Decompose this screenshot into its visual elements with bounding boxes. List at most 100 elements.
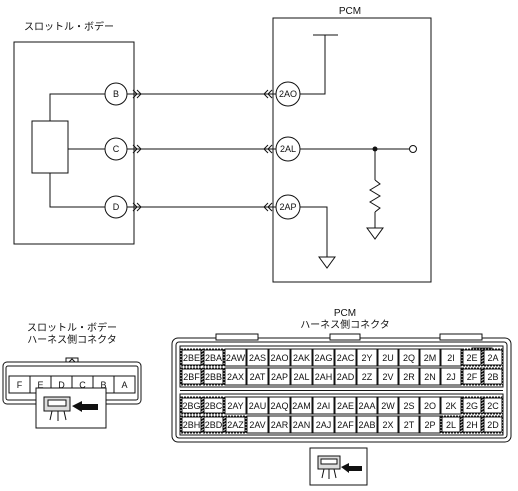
- svg-text:2AL: 2AL: [280, 144, 296, 154]
- pcm-connector-cell: 2AE: [334, 396, 357, 415]
- svg-text:2AS: 2AS: [249, 353, 266, 363]
- svg-text:2AU: 2AU: [249, 401, 267, 411]
- pcm-connector-cell: 2AN: [290, 415, 313, 434]
- svg-text:2F: 2F: [467, 372, 478, 382]
- svg-text:2U: 2U: [382, 353, 394, 363]
- pcm-connector-cell: 2P: [419, 415, 441, 434]
- svg-text:D: D: [58, 380, 65, 390]
- pcm-connector-cell: 2O: [419, 396, 441, 415]
- pcm-connector-cell: 2AR: [268, 415, 291, 434]
- left-connector-view-icon: [35, 387, 107, 429]
- svg-text:2AM: 2AM: [292, 401, 311, 411]
- pcm-connector-cell: 2AK: [290, 348, 313, 367]
- throttle-pin-b: B: [104, 82, 128, 106]
- svg-text:2BC: 2BC: [205, 401, 223, 411]
- svg-text:2AO: 2AO: [279, 89, 297, 99]
- pcm-connector-cell: 2AJ: [312, 415, 335, 434]
- svg-text:2Q: 2Q: [403, 353, 415, 363]
- pcm-connector-cell: 2J: [440, 367, 462, 386]
- svg-text:F: F: [17, 380, 23, 390]
- throttle-body-box: [13, 41, 135, 245]
- svg-text:2T: 2T: [404, 420, 415, 430]
- signal-terminal: [409, 145, 417, 153]
- svg-text:2BB: 2BB: [205, 372, 222, 382]
- svg-text:2AF: 2AF: [337, 420, 354, 430]
- pcm-connector-cell: 2M: [419, 348, 441, 367]
- pcm-connector-cell: 2Z: [356, 367, 378, 386]
- svg-text:2Z: 2Z: [362, 372, 373, 382]
- pcm-connector-cell: 2R: [398, 367, 420, 386]
- svg-text:2AO: 2AO: [270, 353, 288, 363]
- pcm-connector-cell: 2AD: [334, 367, 357, 386]
- pcm-title: PCM: [339, 6, 361, 17]
- pcm-connector-cell: 2AZ: [224, 415, 247, 434]
- svg-text:2K: 2K: [445, 401, 456, 411]
- svg-text:2AK: 2AK: [293, 353, 310, 363]
- left-connector-title-2: ハーネス側コネクタ: [27, 333, 117, 346]
- left-connector-cell: F: [8, 375, 31, 394]
- wire-b-internal: [49, 93, 105, 121]
- svg-text:2BH: 2BH: [183, 420, 201, 430]
- pcm-pin-2ao: 2AO: [275, 81, 301, 107]
- pcm-connector-cell: 2E: [461, 348, 483, 367]
- wire-b-external: [127, 89, 277, 99]
- throttle-pin-c: C: [104, 137, 128, 161]
- pcm-connector-cell: 2AO: [268, 348, 291, 367]
- pcm-connector-cell: 2AC: [334, 348, 357, 367]
- pcm-connector-cell: 2Y: [356, 348, 378, 367]
- wire-d-internal: [49, 173, 105, 208]
- svg-text:2AJ: 2AJ: [316, 420, 332, 430]
- svg-text:2AN: 2AN: [293, 420, 311, 430]
- pcm-connector-cell: 2K: [440, 396, 462, 415]
- pcm-connector-cell: 2AG: [312, 348, 335, 367]
- svg-text:2AL: 2AL: [293, 372, 309, 382]
- svg-text:2I: 2I: [447, 353, 455, 363]
- pcm-connector-cell: 2AW: [224, 348, 247, 367]
- pcm-connector-cell: 2BA: [202, 348, 225, 367]
- ground-symbol-resistor: [366, 227, 384, 240]
- svg-text:2S: 2S: [403, 401, 414, 411]
- svg-text:2AR: 2AR: [271, 420, 289, 430]
- svg-text:2AV: 2AV: [249, 420, 265, 430]
- pcm-connector-cell: 2X: [377, 415, 399, 434]
- pcm-connector-cell: 2AL: [290, 367, 313, 386]
- pcm-connector-cell: 2AU: [246, 396, 269, 415]
- svg-text:2AE: 2AE: [337, 401, 354, 411]
- pcm-connector-title-2: ハーネス側コネクタ: [300, 318, 390, 331]
- left-connector-cell: A: [113, 375, 136, 394]
- svg-text:2L: 2L: [446, 420, 456, 430]
- svg-text:2BF: 2BF: [183, 372, 200, 382]
- pcm-connector-cell: 2L: [440, 415, 462, 434]
- svg-text:2G: 2G: [466, 401, 478, 411]
- pcm-connector-cell: 2G: [461, 396, 483, 415]
- pcm-connector-cell: 2BB: [202, 367, 225, 386]
- svg-text:2AC: 2AC: [337, 353, 355, 363]
- pcm-connector-cell: 2AB: [356, 415, 378, 434]
- pulldown-resistor: [369, 179, 381, 213]
- svg-text:2AH: 2AH: [315, 372, 333, 382]
- svg-text:B: B: [113, 89, 119, 99]
- pcm-connector-cell: 2U: [377, 348, 399, 367]
- pcm-pin-2ap: 2AP: [275, 194, 301, 220]
- svg-text:2C: 2C: [487, 401, 499, 411]
- svg-text:2B: 2B: [487, 372, 498, 382]
- svg-text:2AQ: 2AQ: [270, 401, 288, 411]
- svg-text:2X: 2X: [382, 420, 393, 430]
- throttle-body-title: スロットル・ボデー: [24, 20, 114, 33]
- svg-text:2AX: 2AX: [227, 372, 244, 382]
- svg-text:2BE: 2BE: [183, 353, 200, 363]
- svg-text:2AY: 2AY: [227, 401, 243, 411]
- svg-text:2A: 2A: [487, 353, 498, 363]
- pcm-connector-cell: 2BG: [180, 396, 203, 415]
- pcm-connector-cell: 2I: [440, 348, 462, 367]
- svg-text:2BA: 2BA: [205, 353, 222, 363]
- pcm-connector-cell: 2V: [377, 367, 399, 386]
- pcm-connector-cell: 2AP: [268, 367, 291, 386]
- svg-text:2N: 2N: [424, 372, 436, 382]
- svg-text:2O: 2O: [424, 401, 436, 411]
- pcm-connector-cell: 2BH: [180, 415, 203, 434]
- pcm-connector-cell: 2BE: [180, 348, 203, 367]
- pcm-connector-cell: 2BC: [202, 396, 225, 415]
- pcm-connector-cell: 2C: [482, 396, 504, 415]
